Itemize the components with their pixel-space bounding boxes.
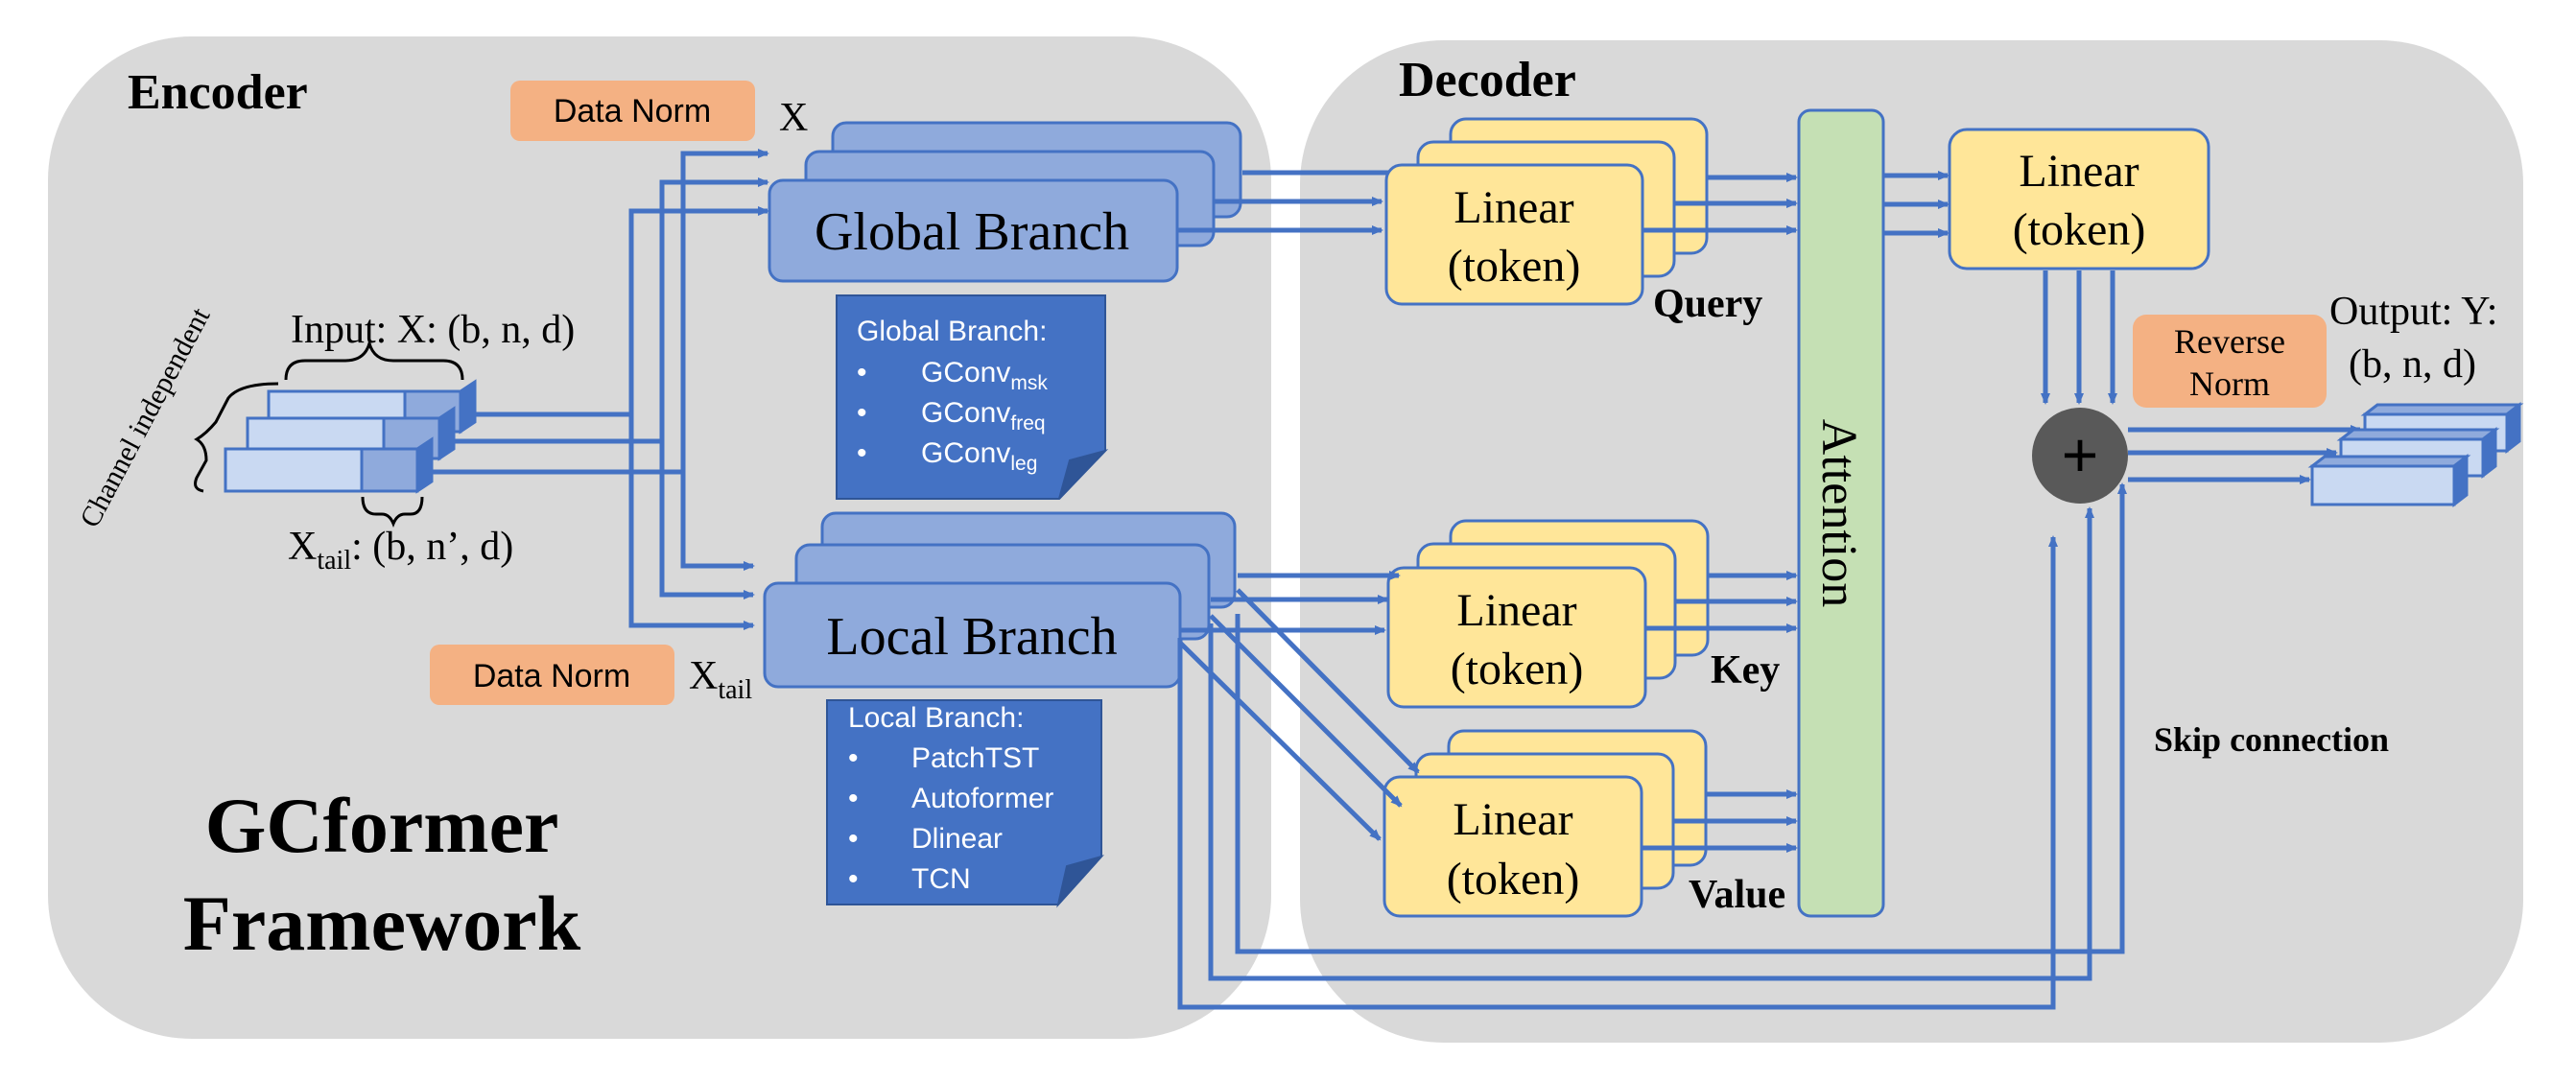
query-linear-stack [1384, 117, 1709, 306]
svg-text:GConvleg: GConvleg [921, 437, 1037, 475]
data-norm-bottom-box [430, 645, 674, 705]
attention-label: Attention [1811, 419, 1866, 607]
input-to-branch-arrows [432, 149, 769, 630]
global-branch-box [768, 178, 1179, 283]
local-branch-box [763, 581, 1182, 689]
x-tail-label: Xtail [689, 654, 752, 705]
global-note-text: Global Branch: • GConvmsk • GConvfreq • … [857, 316, 1048, 475]
key-linear-line2: (token) [1451, 644, 1584, 694]
channel-brace [194, 382, 279, 493]
reverse-norm-line2: Norm [2189, 364, 2270, 403]
attention-to-output-linear-arrows [1883, 171, 1950, 238]
skip-connection-arrows [1177, 482, 2127, 1010]
local-note-title: Local Branch: [848, 702, 1024, 734]
global-note-item-1: GConv [921, 357, 1010, 388]
output-linear-box [1948, 128, 2210, 270]
svg-text:•: • [857, 397, 867, 429]
local-branch-label: Local Branch [826, 607, 1117, 667]
global-to-query-arrows [1178, 168, 1403, 235]
svg-text:GConvfreq: GConvfreq [921, 397, 1046, 435]
linear-to-attention-arrows [1642, 173, 1798, 853]
data-norm-top-box [510, 81, 755, 141]
plus-to-output-arrows [2128, 425, 2362, 484]
query-linear-line2: (token) [1448, 241, 1581, 292]
value-linear-stack [1383, 729, 1708, 918]
linear-to-plus-arrows [2041, 270, 2117, 405]
query-label: Query [1653, 282, 1762, 326]
query-linear-line1: Linear [1453, 182, 1573, 233]
svg-text:•: • [848, 783, 859, 814]
input-brace [284, 338, 464, 381]
input-slab-front [224, 436, 434, 494]
global-note-item-3: GConv [921, 437, 1010, 469]
svg-text:•: • [848, 863, 859, 895]
reverse-norm-line1: Reverse [2174, 322, 2285, 361]
global-note-title: Global Branch: [857, 316, 1047, 347]
key-linear-line1: Linear [1456, 585, 1576, 636]
value-linear-line2: (token) [1447, 854, 1580, 905]
local-note-text: Local Branch: • PatchTST • Autoformer • … [848, 702, 1053, 895]
value-linear-line1: Linear [1453, 794, 1572, 845]
data-norm-bottom: Data Norm [473, 658, 630, 694]
value-label: Value [1689, 873, 1785, 917]
output-label-line1: Output: Y: [2329, 290, 2497, 334]
global-branch-stack [768, 121, 1242, 283]
key-label: Key [1711, 648, 1780, 693]
svg-text:•: • [848, 742, 859, 774]
attention-block [1797, 108, 1885, 918]
global-note-item-1-sub: msk [1010, 372, 1048, 394]
tail-shape-text: : (b, n’, d) [351, 525, 513, 569]
decoder-title: Decoder [1399, 53, 1576, 107]
output-linear-line1: Linear [2019, 146, 2139, 197]
local-note-item-2: Autoformer [911, 783, 1053, 814]
skip-connection-label: Skip connection [2154, 720, 2389, 759]
global-note-item-2-sub: freq [1010, 412, 1045, 435]
global-note-item-2: GConv [921, 397, 1010, 429]
local-note-item-3: Dlinear [911, 823, 1003, 855]
framework-title-line2: Framework [183, 880, 581, 967]
framework-title-line1: GCformer [205, 782, 559, 869]
output-linear-line2: (token) [2013, 204, 2146, 255]
output-tensor-stack [2307, 401, 2524, 508]
plus-symbol: + [2062, 419, 2099, 490]
plus-node [2032, 408, 2128, 504]
svg-text:•: • [857, 437, 867, 469]
svg-text:•: • [857, 357, 867, 388]
key-linear-box [1386, 566, 1647, 709]
svg-text:GConvmsk: GConvmsk [921, 357, 1048, 394]
reverse-norm-box [2133, 315, 2327, 408]
key-linear-stack [1386, 519, 1710, 709]
tail-shape-sub: tail [317, 546, 351, 576]
global-branch-label: Global Branch [815, 202, 1129, 262]
input-tensor-stack [224, 379, 477, 494]
data-norm-top: Data Norm [554, 93, 711, 129]
tail-shape-label: Xtail: (b, n’, d) [288, 525, 513, 576]
x-tail-main: X [689, 654, 718, 698]
x-label: X [779, 96, 808, 140]
input-label: Input: X: (b, n, d) [291, 308, 575, 352]
local-note-item-4: TCN [911, 863, 971, 895]
svg-text:•: • [848, 823, 859, 855]
local-branch-stack [763, 511, 1237, 689]
query-linear-box [1384, 163, 1644, 306]
encoder-title: Encoder [128, 65, 308, 120]
tail-brace [361, 496, 424, 529]
local-note-item-1: PatchTST [911, 742, 1039, 774]
x-tail-sub: tail [718, 675, 752, 705]
output-label-line2: (b, n, d) [2349, 342, 2476, 387]
global-note-item-3-sub: leg [1010, 453, 1037, 475]
local-to-key-value-arrows [1178, 571, 1420, 841]
